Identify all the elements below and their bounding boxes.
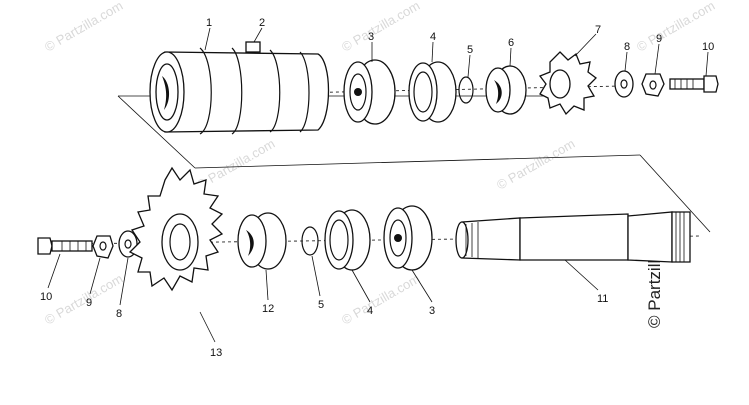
race-part-4-upper bbox=[408, 61, 457, 123]
housing-part-1 bbox=[149, 41, 330, 135]
callout-5-lower: 5 bbox=[318, 299, 324, 311]
lock-washer-part-9-upper bbox=[641, 73, 665, 97]
callout-3: 3 bbox=[368, 31, 374, 43]
callout-9: 9 bbox=[656, 33, 662, 45]
callout-5: 5 bbox=[467, 44, 473, 56]
watermark-tile: © Partzilla.com bbox=[42, 271, 125, 328]
callouts-lower: 10 9 8 13 12 5 4 3 11 bbox=[40, 291, 608, 359]
callout-12: 12 bbox=[262, 303, 274, 315]
callout-6: 6 bbox=[508, 37, 514, 49]
race-part-4-lower bbox=[324, 209, 371, 271]
callout-8: 8 bbox=[624, 41, 630, 53]
watermark-tile: © Partzilla.com bbox=[339, 0, 422, 55]
callout-10: 10 bbox=[702, 41, 714, 53]
bolt-part-10-upper bbox=[669, 75, 719, 93]
sprocket-part-7 bbox=[538, 51, 597, 116]
callouts-upper: 1 2 3 4 5 6 7 8 9 10 bbox=[206, 17, 714, 56]
callout-4-lower: 4 bbox=[367, 305, 373, 317]
bearing-part-3-upper bbox=[343, 59, 396, 125]
spacer-part-6 bbox=[485, 65, 527, 115]
snap-ring-part-5-lower bbox=[301, 226, 319, 256]
watermark-tile: © Partzilla.com bbox=[194, 136, 277, 193]
sprocket-part-13 bbox=[128, 166, 224, 292]
bearing-part-3-lower bbox=[383, 205, 433, 271]
bolt-part-10-lower bbox=[37, 237, 93, 255]
spacer-part-12 bbox=[237, 212, 287, 270]
callout-7: 7 bbox=[595, 24, 601, 36]
callout-3-lower: 3 bbox=[429, 305, 435, 317]
callout-10-lower: 10 bbox=[40, 291, 52, 303]
shaft-part-11 bbox=[455, 211, 691, 263]
watermark-tile: © Partzilla.com bbox=[339, 271, 422, 328]
callout-1: 1 bbox=[206, 17, 212, 29]
washer-part-8-upper bbox=[614, 70, 634, 98]
callout-9-lower: 9 bbox=[86, 297, 92, 309]
watermark-tile: © Partzilla.com bbox=[42, 0, 125, 55]
lock-washer-part-9-lower bbox=[92, 235, 114, 259]
watermark-tiles: © Partzilla.com © Partzilla.com © Partzi… bbox=[42, 0, 717, 328]
watermark-tile: © Partzilla.com bbox=[494, 136, 577, 193]
snap-ring-part-5-upper bbox=[458, 76, 474, 104]
callout-2: 2 bbox=[259, 17, 265, 29]
callout-8-lower: 8 bbox=[116, 308, 122, 320]
callout-4: 4 bbox=[430, 31, 436, 43]
callout-11: 11 bbox=[597, 293, 608, 305]
callout-13: 13 bbox=[210, 347, 222, 359]
leader-lines bbox=[47, 27, 709, 343]
